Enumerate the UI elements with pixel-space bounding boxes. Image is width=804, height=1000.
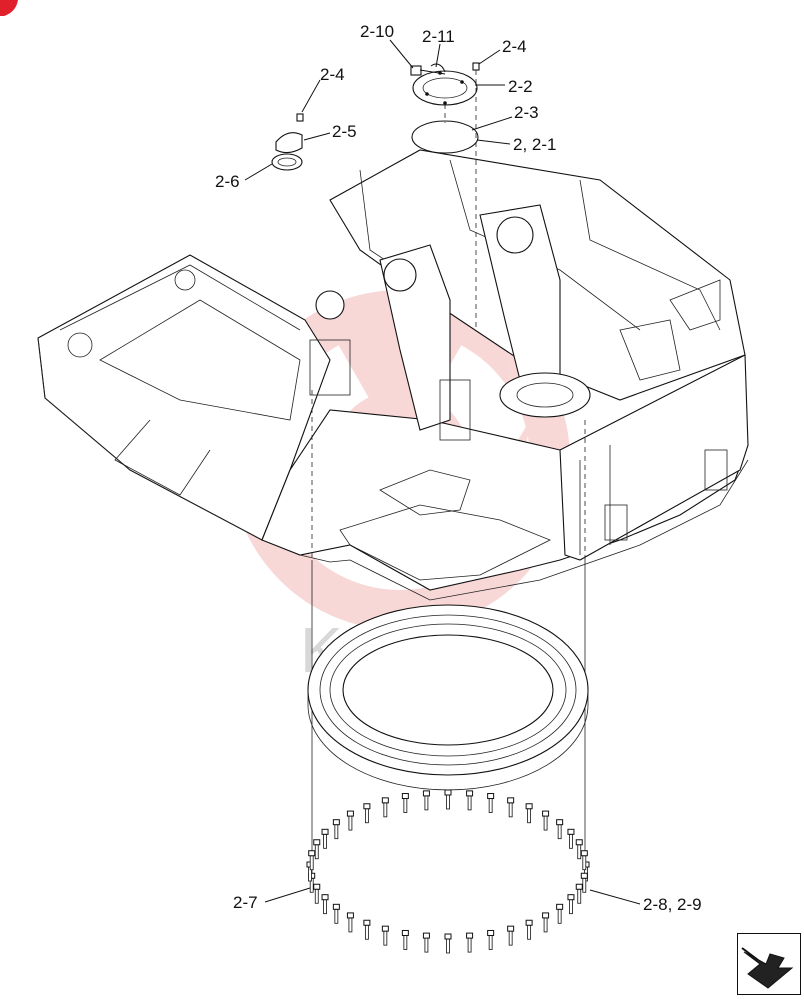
bolt (487, 793, 495, 813)
bolt (321, 894, 329, 915)
bolt (401, 793, 409, 813)
bolt-2-4-left (296, 113, 304, 122)
gasket-2-6 (271, 153, 303, 171)
bolt (542, 810, 550, 831)
bolt (507, 925, 515, 946)
bolt (346, 810, 354, 831)
bolt (542, 912, 550, 933)
label-2-6: 2-6 (215, 172, 240, 191)
bolt (525, 803, 533, 824)
bolt (381, 797, 389, 818)
bolt (466, 790, 474, 811)
bolt (556, 903, 564, 924)
label-2-2-1: 2, 2-1 (513, 135, 556, 154)
bearing-plate-2-2-1 (411, 120, 479, 154)
bolt (363, 803, 371, 824)
bolt (556, 819, 564, 840)
swing-bearing (307, 604, 589, 791)
bolt (575, 883, 583, 904)
label-2-7: 2-7 (233, 893, 258, 912)
bolt (332, 819, 340, 840)
bolt (381, 925, 389, 946)
bolt (580, 872, 588, 893)
bolt (321, 828, 329, 849)
bolt (401, 929, 409, 950)
bolt (466, 932, 474, 953)
cover-2-5 (275, 132, 303, 154)
next-page-button[interactable] (737, 933, 801, 995)
label-2-3: 2-3 (514, 103, 539, 122)
label-2-5: 2-5 (332, 122, 357, 141)
bolt (487, 929, 495, 950)
label-2-10: 2-10 (360, 22, 394, 41)
bolt (575, 839, 583, 860)
leader-lines (244, 39, 641, 905)
bolt (332, 903, 340, 924)
bolt (507, 797, 515, 818)
label-2-11: 2-11 (422, 27, 455, 46)
bolt (363, 919, 371, 940)
label-2-2: 2-2 (508, 77, 533, 96)
bolt (346, 912, 354, 933)
bolt (313, 839, 321, 860)
bolt (444, 789, 452, 810)
bolt (580, 850, 588, 871)
bolt (525, 919, 533, 940)
label-2-4-left: 2-4 (320, 65, 345, 84)
bolt (444, 933, 452, 954)
bolt (567, 894, 575, 915)
bolt (308, 850, 316, 871)
fitting-2-10-2-11 (410, 63, 446, 76)
bolt-ring (306, 789, 590, 954)
next-page-arrow-icon (741, 947, 794, 989)
swing-frame (37, 149, 749, 601)
cover-plate-2-2 (412, 70, 478, 106)
bolt (422, 932, 430, 953)
bolt (313, 883, 321, 904)
bolt (422, 790, 430, 811)
red-corner-badge-icon (0, 0, 18, 16)
label-2-4-top: 2-4 (502, 37, 527, 56)
bolt-2-4-top (472, 62, 480, 71)
label-2-8-2-9: 2-8, 2-9 (643, 895, 702, 914)
bolt (567, 828, 575, 849)
